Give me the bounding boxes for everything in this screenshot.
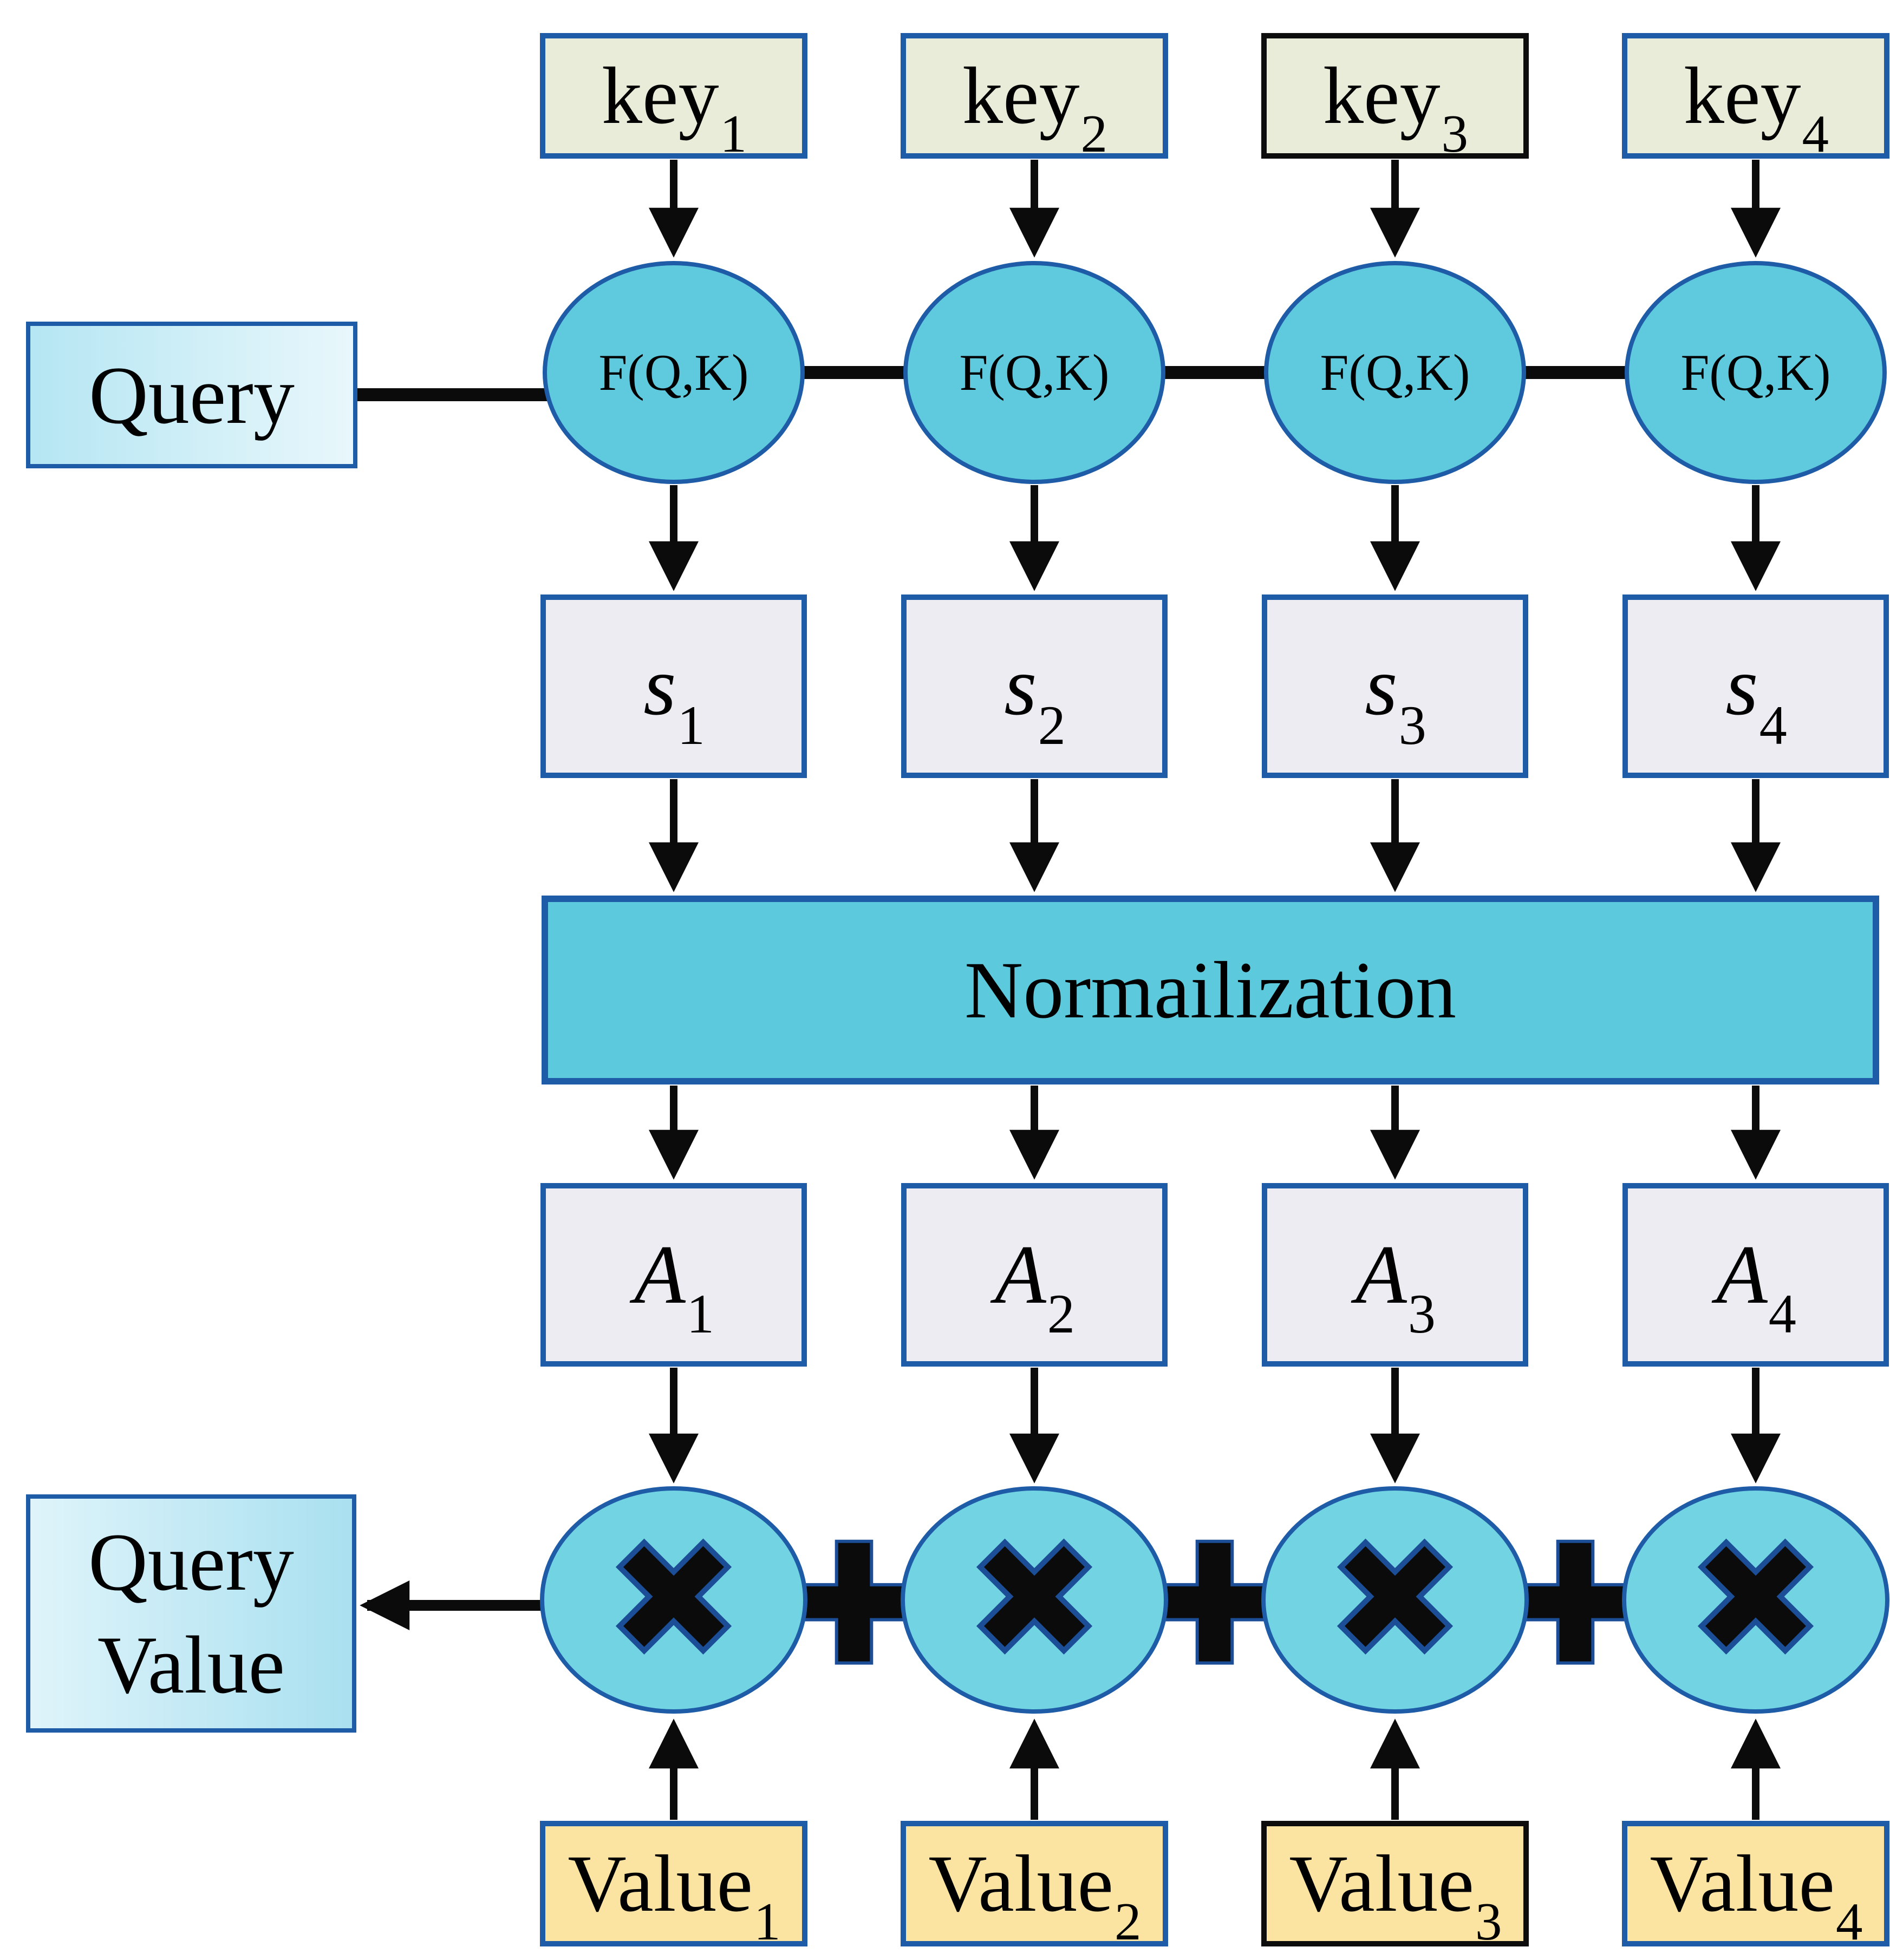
key-box-3: key3 (1261, 33, 1529, 164)
query-value-line2: Value (97, 1619, 285, 1710)
query-value-line1: Query (88, 1517, 294, 1608)
score-box-2: s2 (901, 594, 1168, 778)
normalization-label: Normailization (964, 945, 1457, 1035)
query-box: Query (26, 322, 357, 468)
value-box-4: Value4 (1622, 1821, 1889, 1951)
key-box-1: key1 (540, 33, 807, 164)
fqk-label-2: F(Q,K) (959, 343, 1110, 401)
fqk-label-1: F(Q,K) (598, 343, 749, 401)
fqk-node-2: F(Q,K) (903, 261, 1165, 484)
fqk-node-4: F(Q,K) (1625, 261, 1887, 484)
attention-box-4: A4 (1622, 1183, 1889, 1367)
attention-box-3: A3 (1262, 1183, 1528, 1367)
key-label-3: key3 (1322, 51, 1468, 164)
score-label-1: s1 (643, 639, 705, 756)
multiply-node-4: ✖ (1622, 1486, 1889, 1714)
attention-label-4: A4 (1716, 1228, 1796, 1345)
multiply-icon-1: ✖ (603, 1505, 744, 1694)
multiply-icon-3: ✖ (1324, 1505, 1465, 1694)
value-box-2: Value2 (901, 1821, 1168, 1951)
attention-box-2: A2 (901, 1183, 1168, 1367)
attention-box-1: A1 (540, 1183, 807, 1367)
key-label-2: key2 (962, 51, 1107, 164)
multiply-icon-4: ✖ (1685, 1505, 1826, 1694)
multiply-node-2: ✖ (901, 1486, 1168, 1714)
attention-label-1: A1 (634, 1228, 714, 1345)
fqk-node-1: F(Q,K) (543, 261, 805, 484)
attention-label-3: A3 (1355, 1228, 1436, 1345)
key-box-4: key4 (1622, 33, 1889, 164)
fqk-node-3: F(Q,K) (1264, 261, 1526, 484)
key-label-4: key4 (1683, 51, 1829, 164)
value-label-4: Value4 (1650, 1839, 1863, 1951)
query-value-box: Query Value (26, 1494, 356, 1733)
plus-icon-2: ✚ (1146, 1511, 1282, 1700)
value-label-2: Value2 (928, 1839, 1142, 1951)
fqk-label-3: F(Q,K) (1320, 343, 1470, 401)
query-label: Query (89, 349, 295, 441)
multiply-node-3: ✖ (1261, 1486, 1529, 1714)
score-label-2: s2 (1004, 639, 1066, 756)
score-label-4: s4 (1725, 639, 1787, 756)
value-label-3: Value3 (1289, 1839, 1502, 1951)
key-label-1: key1 (601, 51, 747, 164)
multiply-node-1: ✖ (540, 1486, 807, 1714)
attention-label-2: A2 (995, 1228, 1075, 1345)
value-label-1: Value1 (568, 1839, 781, 1951)
multiply-icon-2: ✖ (963, 1505, 1105, 1694)
score-label-3: s3 (1365, 639, 1426, 756)
score-box-3: s3 (1262, 594, 1528, 778)
value-box-3: Value3 (1261, 1821, 1529, 1951)
key-box-2: key2 (901, 33, 1168, 164)
score-box-4: s4 (1622, 594, 1889, 778)
normalization-bar: Normailization (542, 896, 1879, 1084)
value-box-1: Value1 (540, 1821, 807, 1951)
score-box-1: s1 (540, 594, 807, 778)
fqk-label-4: F(Q,K) (1680, 343, 1831, 401)
